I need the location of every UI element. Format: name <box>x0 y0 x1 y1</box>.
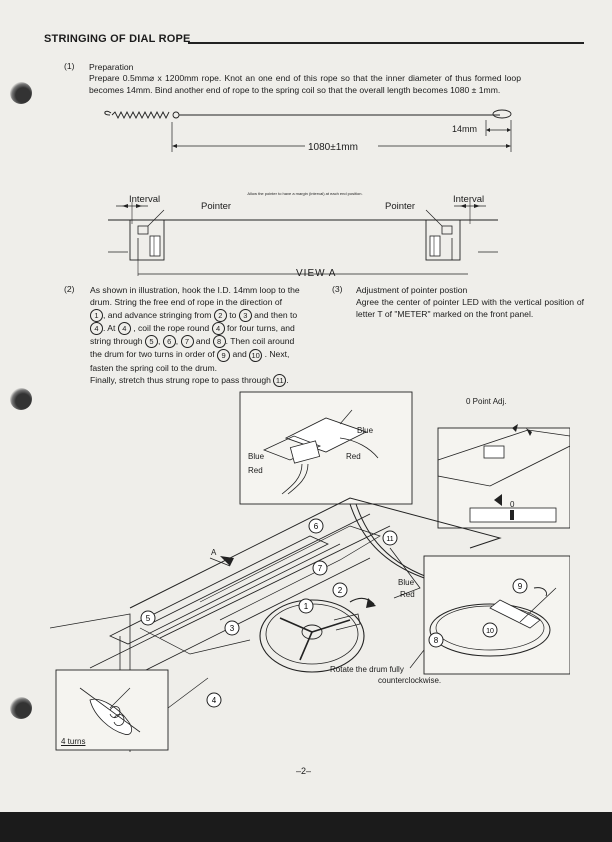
step3-number: (3) <box>332 284 343 294</box>
step3-heading: Adjustment of pointer postion <box>356 285 468 295</box>
callout-5: 5 <box>146 614 151 623</box>
blue-wire-label-mid: Blue <box>398 578 415 587</box>
red-wire-label-top: Red <box>346 452 361 461</box>
zero-mark-label: 0 <box>510 500 515 509</box>
blue-wire-label-left: Blue <box>248 452 265 461</box>
stringing-illustration: 1 2 3 4 5 6 7 8 9 10 11 <box>50 391 570 752</box>
section-title: STRINGING OF DIAL ROPE <box>44 33 191 45</box>
rotate-drum-label-2: counterclockwise. <box>378 676 442 685</box>
callout-7: 7 <box>318 564 323 573</box>
callout-11: 11 <box>386 536 393 543</box>
rotate-drum-label: Rotate the drum fully <box>330 665 404 674</box>
callout-6: 6 <box>314 522 319 531</box>
red-wire-label-left: Red <box>248 466 263 475</box>
interval-left-label: Interval <box>129 194 161 205</box>
arrow-a-label: A <box>211 548 217 557</box>
title-rule <box>188 42 584 44</box>
callout-3: 3 <box>230 624 235 633</box>
scan-bottom-edge <box>0 812 612 842</box>
binder-hole <box>10 82 32 104</box>
step2-number: (2) <box>64 284 75 294</box>
red-wire-label-mid: Red <box>400 590 415 599</box>
callout-8: 8 <box>434 636 439 645</box>
step1-text: Prepare 0.5mm⌀ x 1200mm rope. Knot an on… <box>89 73 521 96</box>
callout-10: 10 <box>486 628 494 635</box>
callout-2: 2 <box>338 586 343 595</box>
callout-markers: 1 2 3 4 5 6 7 8 9 10 11 <box>140 518 528 708</box>
interval-note: Allow the pointer to have a margin (inte… <box>247 191 363 196</box>
view-a-caption: VIEW A <box>296 268 337 279</box>
binder-hole <box>10 697 32 719</box>
four-turns-label: 4 turns <box>61 737 86 746</box>
callout-9: 9 <box>518 582 523 591</box>
dimension-1080mm: 1080±1mm <box>308 142 358 153</box>
blue-wire-label-top: Blue <box>357 426 374 435</box>
callout-1: 1 <box>304 602 309 611</box>
view-a-diagram <box>108 202 498 276</box>
step3-text: Agree the center of pointer LED with the… <box>356 297 584 320</box>
rope-diagram <box>104 109 512 152</box>
step1-number: (1) <box>64 61 75 71</box>
pointer-right-label: Pointer <box>385 201 416 212</box>
page-number: –2– <box>296 766 312 776</box>
dimension-14mm: 14mm <box>452 124 478 134</box>
binder-hole <box>10 388 32 410</box>
pointer-left-label: Pointer <box>201 201 232 212</box>
step1-heading: Preparation <box>89 62 134 72</box>
zero-point-adj-label: 0 Point Adj. <box>466 397 507 406</box>
step2-text: As shown in illustration, hook the I.D. … <box>90 285 300 388</box>
callout-4: 4 <box>212 696 217 705</box>
interval-right-label: Interval <box>453 194 485 205</box>
